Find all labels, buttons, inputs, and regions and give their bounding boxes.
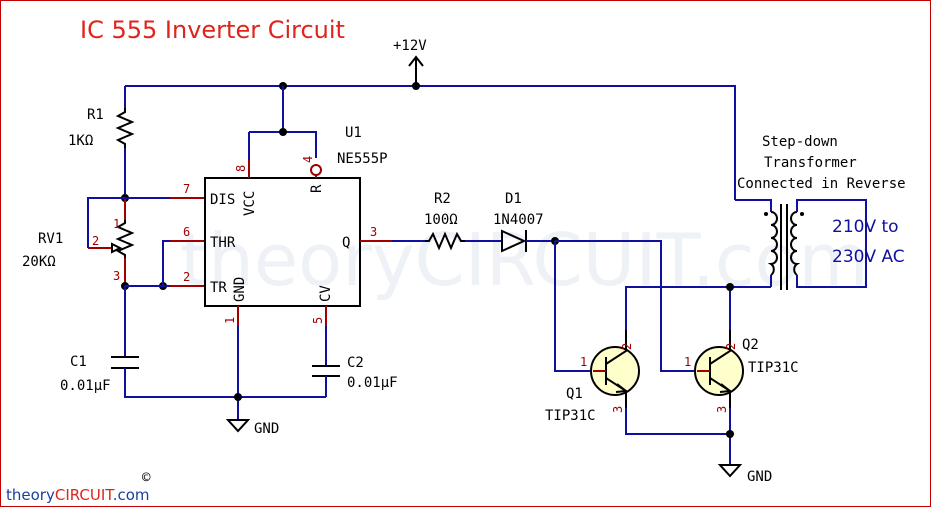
- brand-footer: theoryCIRCUIT.com: [6, 486, 150, 504]
- pin-dis-label: DIS: [210, 192, 235, 208]
- transformer-line3: Connected in Reverse: [737, 176, 906, 192]
- rv1-value: 20KΩ: [22, 254, 56, 270]
- pin-vcc-label: VCC: [242, 191, 258, 216]
- ground-left: GND: [225, 326, 279, 437]
- resistor-r1: R1 1KΩ: [68, 86, 135, 198]
- capacitor-c1: C1 0.01µF: [60, 286, 326, 398]
- capacitor-c2: C2 0.01µF: [312, 326, 398, 397]
- pin8-number: 8: [234, 165, 248, 172]
- q1-pin-b: 1: [580, 355, 587, 369]
- c2-value: 0.01µF: [347, 375, 398, 391]
- pin-gnd-label: GND: [232, 277, 248, 302]
- r2-ref: R2: [434, 191, 451, 207]
- ground-right: GND: [717, 464, 772, 485]
- pin-r-label: R: [309, 184, 325, 193]
- pin7-number: 7: [183, 182, 190, 196]
- transformer-line2: Transformer: [764, 155, 857, 171]
- q1-ref: Q1: [566, 386, 583, 402]
- rv1-pin1: 1: [113, 217, 120, 231]
- pin-thr-label: THR: [210, 235, 236, 251]
- d1-ref: D1: [505, 191, 522, 207]
- supply-rail: +12V: [125, 38, 736, 200]
- diode-d1: D1 1N4007: [493, 191, 559, 253]
- r1-ref: R1: [87, 107, 104, 123]
- resistor-r2: R2 100Ω: [392, 191, 502, 251]
- r2-value: 100Ω: [424, 212, 458, 228]
- pin5-number: 5: [311, 317, 325, 324]
- gnd-right-label: GND: [747, 469, 772, 485]
- pin-tr-label: TR: [210, 280, 227, 296]
- rv1-pin2: 2: [92, 234, 99, 248]
- brand-part1: theory: [6, 486, 55, 504]
- output-line2: 230V AC: [832, 247, 905, 267]
- ic-ne555: 7 6 2 DIS THR TR VCC R Q GND CV 8 4 3 1 …: [183, 125, 392, 326]
- supply-label: +12V: [393, 38, 427, 54]
- c1-value: 0.01µF: [60, 378, 111, 394]
- q1-pin-e: 3: [611, 406, 625, 413]
- q2-pin-e: 3: [715, 406, 729, 413]
- transistor-q2: 1 2 3 Q2 TIP31C: [684, 330, 799, 413]
- gnd-left-label: GND: [254, 421, 279, 437]
- c2-ref: C2: [347, 355, 364, 371]
- q2-pin-c: 2: [724, 343, 738, 350]
- pin6-number: 6: [183, 225, 190, 239]
- rv1-ref: RV1: [38, 231, 63, 247]
- c1-ref: C1: [70, 354, 87, 370]
- copyright-symbol: ©: [142, 470, 151, 486]
- q1-pin-c: 2: [620, 343, 634, 350]
- rv1-pin3: 3: [113, 269, 120, 283]
- pin4-number: 4: [301, 156, 315, 163]
- r1-value: 1KΩ: [68, 133, 93, 149]
- diagram-title: IC 555 Inverter Circuit: [80, 16, 345, 44]
- transformer: Step-down Transformer Connected in Rever…: [735, 134, 906, 290]
- ic-ref: U1: [345, 125, 362, 141]
- d1-value: 1N4007: [493, 212, 544, 228]
- watermark: theoryCIRCUIT.com: [180, 218, 869, 302]
- brand-part3: .com: [113, 486, 150, 504]
- transformer-line1: Step-down: [762, 134, 838, 150]
- q2-ref: Q2: [742, 337, 759, 353]
- q2-value: TIP31C: [748, 360, 799, 376]
- q2-pin-b: 1: [684, 355, 691, 369]
- pin3-number: 3: [370, 225, 377, 239]
- brand-part2: CIRCUIT: [55, 486, 115, 504]
- transistor-q1: 1 2 3 Q1 TIP31C: [545, 330, 640, 424]
- q1-value: TIP31C: [545, 408, 596, 424]
- pin-q-label: Q: [342, 235, 350, 251]
- ic-value: NE555P: [337, 151, 388, 167]
- potentiometer-rv1: 1 2 3 RV1 20KΩ: [22, 194, 167, 290]
- pin2-number: 2: [183, 270, 190, 284]
- pin-cv-label: CV: [318, 285, 334, 302]
- output-line1: 210V to: [832, 217, 899, 237]
- pin1-number: 1: [223, 317, 237, 324]
